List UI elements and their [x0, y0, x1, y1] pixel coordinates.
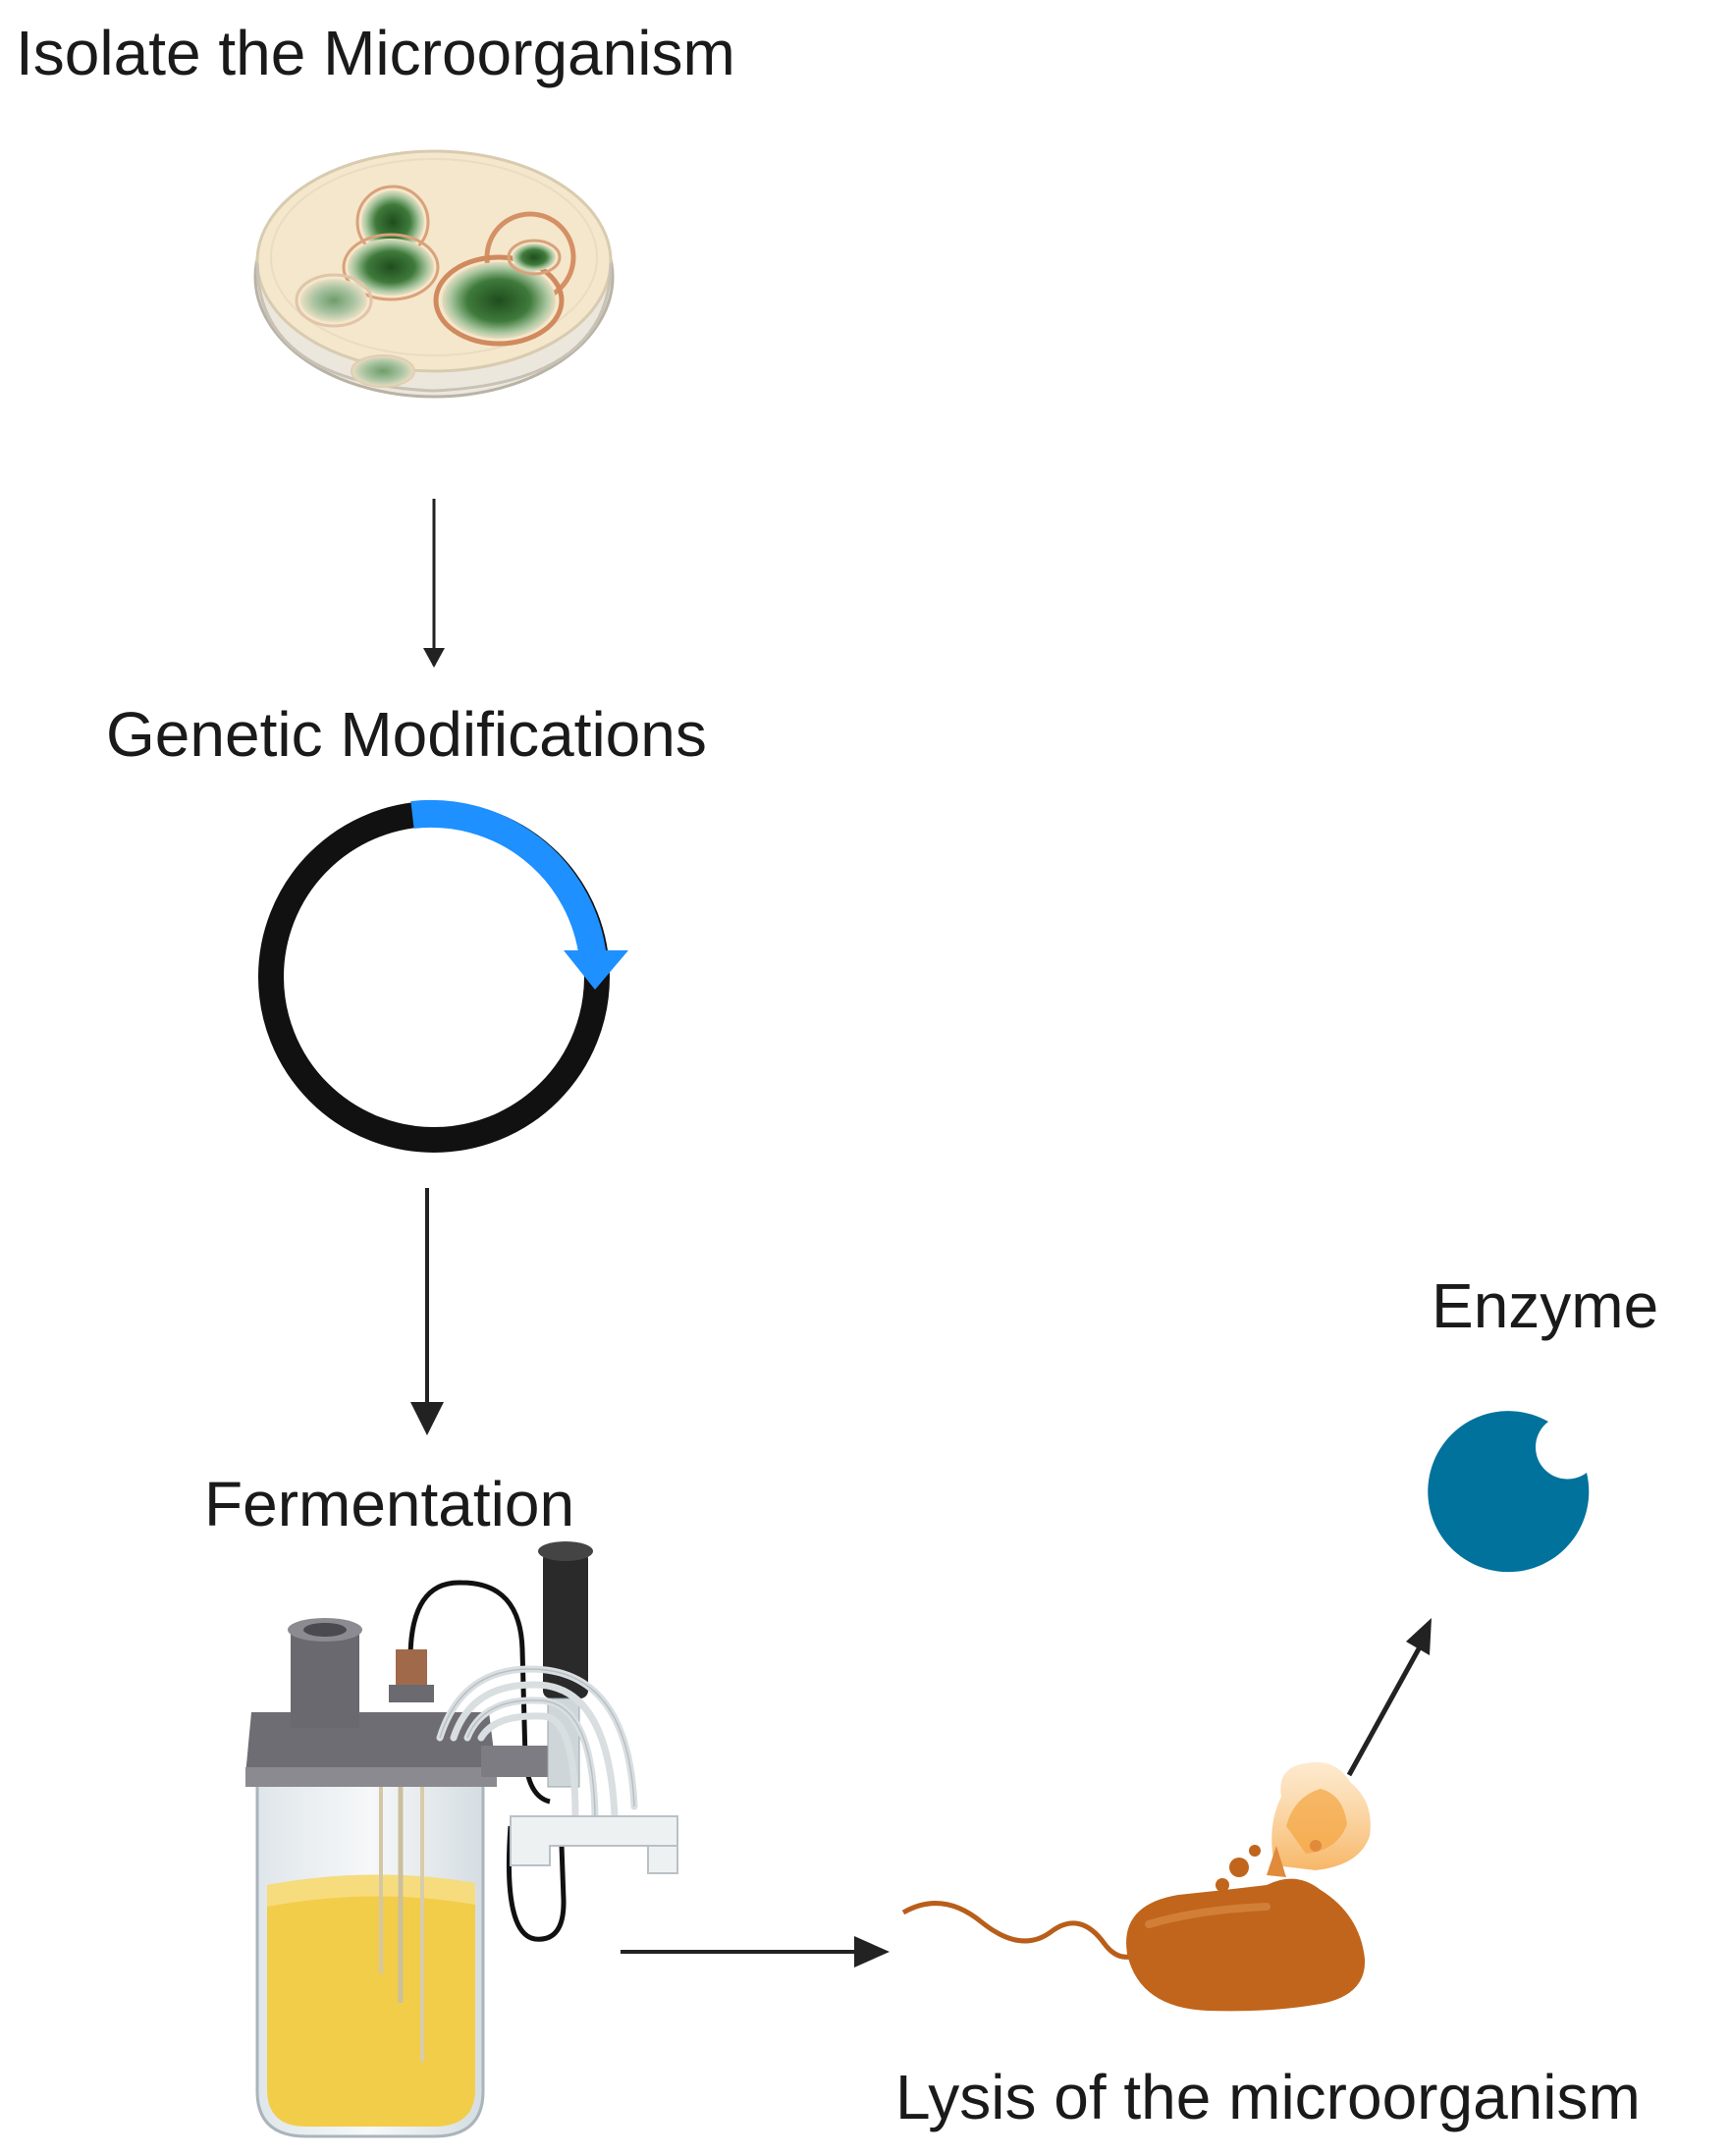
step-enzyme-label: Enzyme: [1432, 1270, 1659, 1341]
arrow-lysis-to-enzyme: [1346, 1642, 1425, 1777]
step-genetic-label: Genetic Modifications: [106, 699, 707, 770]
enzyme-icon: [1428, 1411, 1590, 1573]
arrow-head-1: [423, 648, 445, 668]
arrow-head-3: [854, 1936, 890, 1967]
arrow-head-2: [410, 1402, 444, 1435]
step-lysis-label: Lysis of the microorganism: [895, 2062, 1641, 2132]
petri-dish-icon: [253, 149, 615, 399]
bacterium-lysis-icon: [901, 1761, 1371, 2012]
bioreactor-icon: [245, 1541, 678, 2138]
arrow-head-4: [1406, 1618, 1432, 1655]
step-fermentation-label: Fermentation: [204, 1469, 575, 1539]
step-isolate-label: Isolate the Microorganism: [16, 18, 735, 88]
plasmid-icon: [258, 799, 628, 1153]
